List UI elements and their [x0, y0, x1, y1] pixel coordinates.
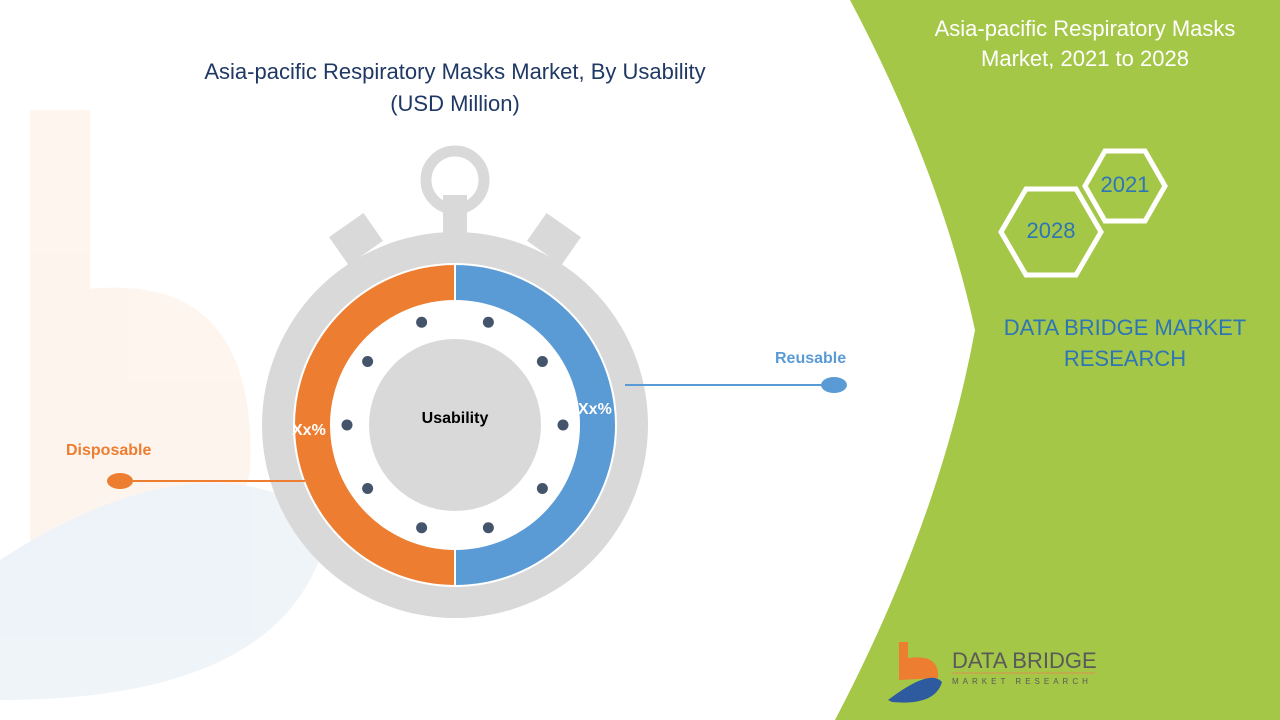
- stopwatch-right-button: [527, 213, 581, 265]
- dial-dot: [482, 522, 494, 534]
- year-start: 2021: [1100, 172, 1150, 197]
- chart-title-line1: Asia-pacific Respiratory Masks Market, B…: [204, 59, 706, 84]
- center-circle: [369, 339, 541, 511]
- side-panel-title: Asia-pacific Respiratory Masks Market, 2…: [934, 16, 1236, 71]
- stopwatch-left-button: [329, 213, 383, 265]
- year-end: 2028: [1026, 218, 1076, 243]
- hexagon-2028: [998, 186, 1104, 278]
- dial-dot: [416, 522, 428, 534]
- dial-dot: [341, 419, 353, 431]
- disposable-marker: [107, 473, 133, 489]
- brand-text: DATA BRIDGE MARKET RESEARCH: [1003, 315, 1247, 371]
- chart-title: Asia-pacific Respiratory Masks Market, B…: [120, 56, 790, 120]
- dial-dot: [362, 482, 374, 494]
- logo-subtext: MARKET RESEARCH: [952, 677, 1092, 686]
- dial-dot: [557, 419, 569, 431]
- disposable-data-label: Xx%: [292, 422, 326, 439]
- dial-dot: [482, 316, 494, 328]
- reusable-data-label: Xx%: [578, 401, 612, 418]
- hexagon-2021: [1082, 148, 1168, 224]
- watermark-logo: [0, 110, 330, 700]
- reusable-marker: [821, 377, 847, 393]
- chart-title-line2: (USD Million): [390, 91, 520, 116]
- dial-dot: [416, 316, 428, 328]
- center-label: Usability: [421, 410, 489, 427]
- green-side-panel: [835, 0, 1280, 720]
- legend-disposable: Disposable: [66, 442, 152, 459]
- legend-reusable: Reusable: [775, 350, 847, 367]
- dial-dot: [536, 356, 548, 368]
- dial-dot: [362, 356, 374, 368]
- dial-dot: [536, 482, 548, 494]
- data-bridge-logo-icon: [888, 642, 942, 703]
- logo-text: DATA BRIDGE: [952, 648, 1097, 673]
